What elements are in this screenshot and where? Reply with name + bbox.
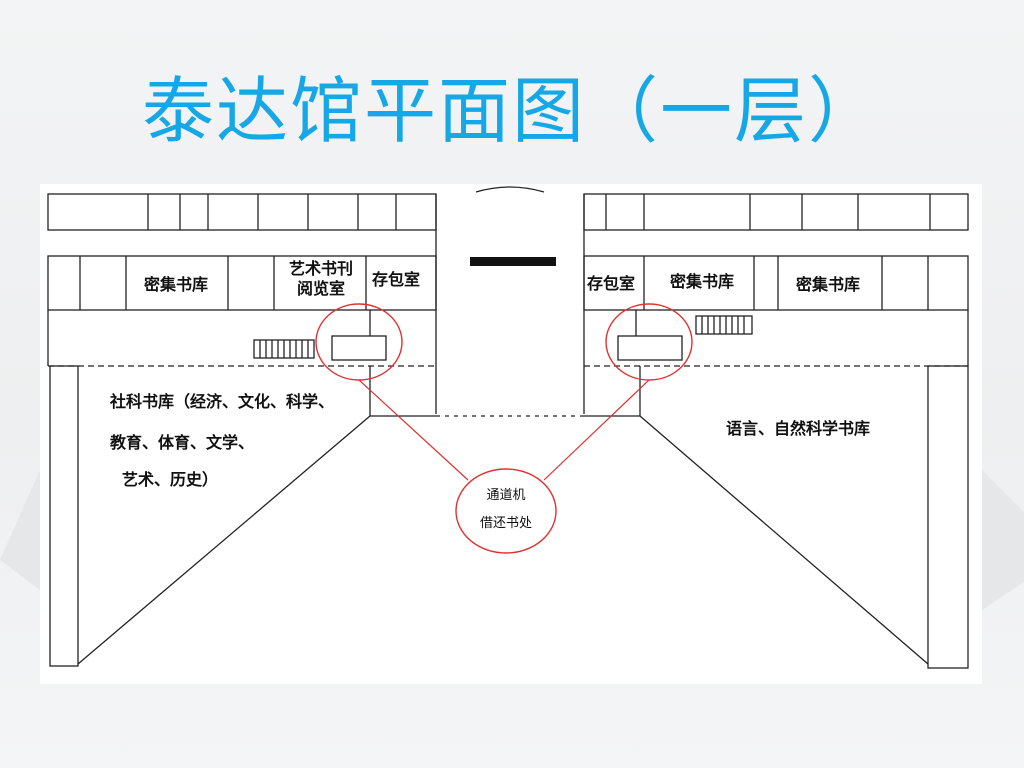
page-title: 泰达馆平面图（一层） xyxy=(141,69,882,153)
room-label-social-science-line2: 教育、体育、文学、 xyxy=(110,433,255,452)
central-hall xyxy=(435,186,585,417)
callout-circles xyxy=(315,303,693,554)
floor-plan-drawing xyxy=(47,186,969,669)
stairs-left xyxy=(253,339,315,359)
room-label-art-reading: 艺术书刊 阅览室 xyxy=(276,259,366,299)
desk-left xyxy=(331,310,387,361)
corridor xyxy=(47,310,969,367)
room-label-art-reading-line2: 阅览室 xyxy=(296,279,345,298)
room-label-locker-left: 存包室 xyxy=(372,270,421,289)
hall-wings-left xyxy=(49,365,436,667)
callout-label-line1: 通道机 xyxy=(486,488,526,503)
floor-plan: 密集书库 艺术书刊 阅览室 存包室 存包室 密集书库 密集书库 社科书库（经济、… xyxy=(40,184,982,684)
room-label-dense-stack-mid: 密集书库 xyxy=(670,272,735,291)
stairs-right xyxy=(695,315,753,335)
second-row-rooms-right xyxy=(583,255,969,311)
room-label-social-science-line3: 艺术、历史） xyxy=(122,470,219,489)
room-label-language-science: 语言、自然科学书库 xyxy=(726,419,871,438)
background-shape-right xyxy=(982,470,1024,610)
second-row-rooms-left xyxy=(47,255,437,311)
desk-right xyxy=(617,310,683,361)
room-label-dense-stack-right: 密集书库 xyxy=(796,275,861,294)
room-label-social-science-line1: 社科书库（经济、文化、科学、 xyxy=(110,392,335,411)
room-label-art-reading-line1: 艺术书刊 xyxy=(288,259,353,278)
background-shape-left xyxy=(0,470,40,590)
top-corridor-rooms-left xyxy=(47,193,437,231)
room-label-locker-right: 存包室 xyxy=(587,274,636,293)
room-label-dense-stack-left: 密集书库 xyxy=(144,275,209,294)
top-corridor-rooms-right xyxy=(583,193,969,231)
hall-wings-right xyxy=(584,365,969,669)
callout-label-line2: 借还书处 xyxy=(479,516,532,531)
